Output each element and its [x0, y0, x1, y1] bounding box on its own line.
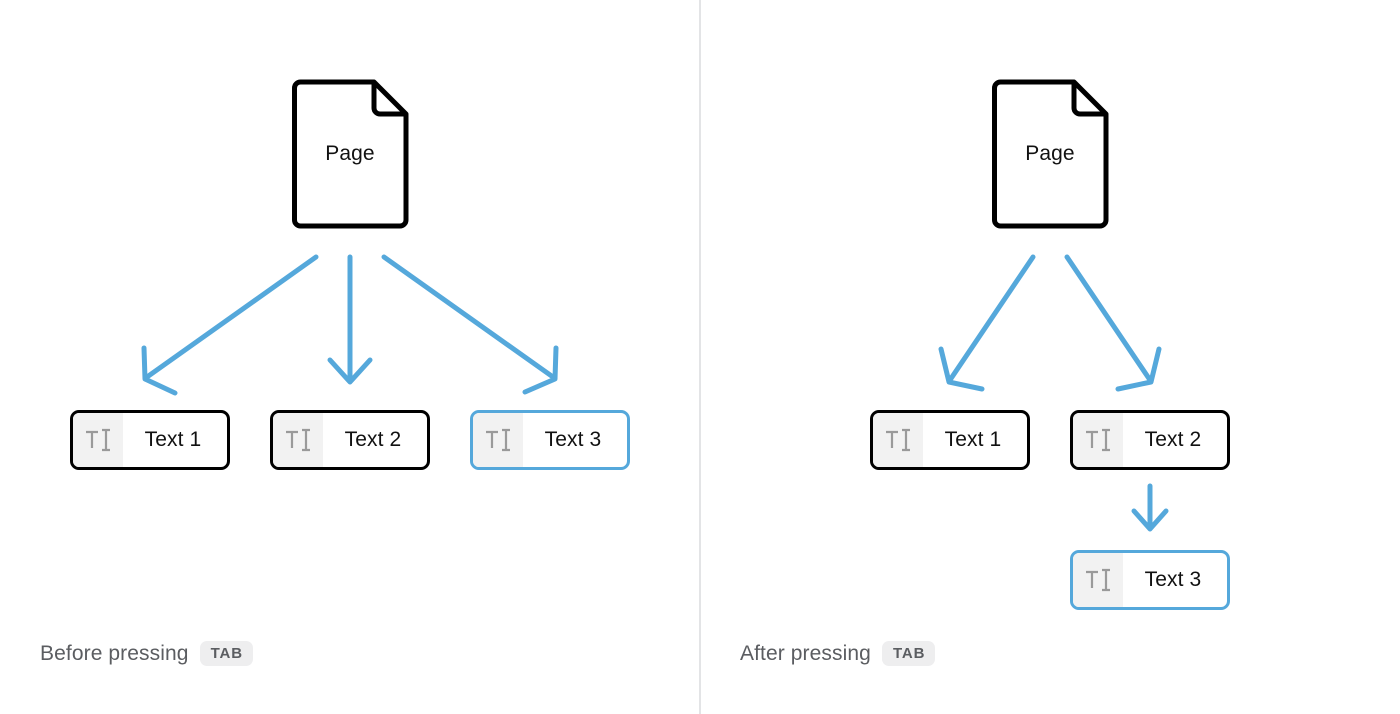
text-node-label: Text 2 — [344, 428, 402, 451]
text-node-text3-left[interactable]: Text 3 — [470, 410, 630, 470]
arrow-page-to-text2-left — [327, 254, 373, 385]
text-cursor-icon — [473, 413, 523, 467]
text-node-label: Text 1 — [944, 428, 1002, 451]
text-node-text2-right[interactable]: Text 2 — [1070, 410, 1230, 470]
caption-after: After pressing TAB — [740, 641, 936, 666]
text-cursor-icon — [873, 413, 923, 467]
text-node-label: Text 1 — [144, 428, 202, 451]
text-cursor-icon — [273, 413, 323, 467]
page-node-left[interactable]: Page — [290, 78, 410, 230]
text-cursor-icon — [1073, 553, 1123, 607]
page-node-right[interactable]: Page — [990, 78, 1110, 230]
arrow-page-to-text1-left — [141, 254, 319, 396]
text-cursor-icon — [1073, 413, 1123, 467]
caption-label: After pressing — [740, 641, 871, 665]
text-node-label: Text 3 — [1144, 568, 1202, 591]
arrow-page-to-text1-right — [938, 254, 1036, 392]
panel-divider — [699, 0, 701, 714]
text-node-text1-left[interactable]: Text 1 — [70, 410, 230, 470]
text-node-label: Text 3 — [544, 428, 602, 451]
text-node-label: Text 2 — [1144, 428, 1202, 451]
caption-label: Before pressing — [40, 641, 189, 665]
arrow-page-to-text2-right — [1064, 254, 1162, 392]
page-document-icon — [292, 79, 409, 229]
text-node-text2-left[interactable]: Text 2 — [270, 410, 430, 470]
page-document-icon — [992, 79, 1109, 229]
caption-before: Before pressing TAB — [40, 641, 254, 666]
arrow-page-to-text3-left — [381, 254, 559, 395]
arrow-text2-to-text3-right — [1131, 483, 1169, 532]
text-node-text1-right[interactable]: Text 1 — [870, 410, 1030, 470]
tab-key-badge: TAB — [881, 641, 936, 666]
page-node-label: Page — [325, 142, 375, 165]
tab-key-badge: TAB — [199, 641, 254, 666]
page-node-label: Page — [1025, 142, 1075, 165]
text-cursor-icon — [73, 413, 123, 467]
text-node-text3-right[interactable]: Text 3 — [1070, 550, 1230, 610]
